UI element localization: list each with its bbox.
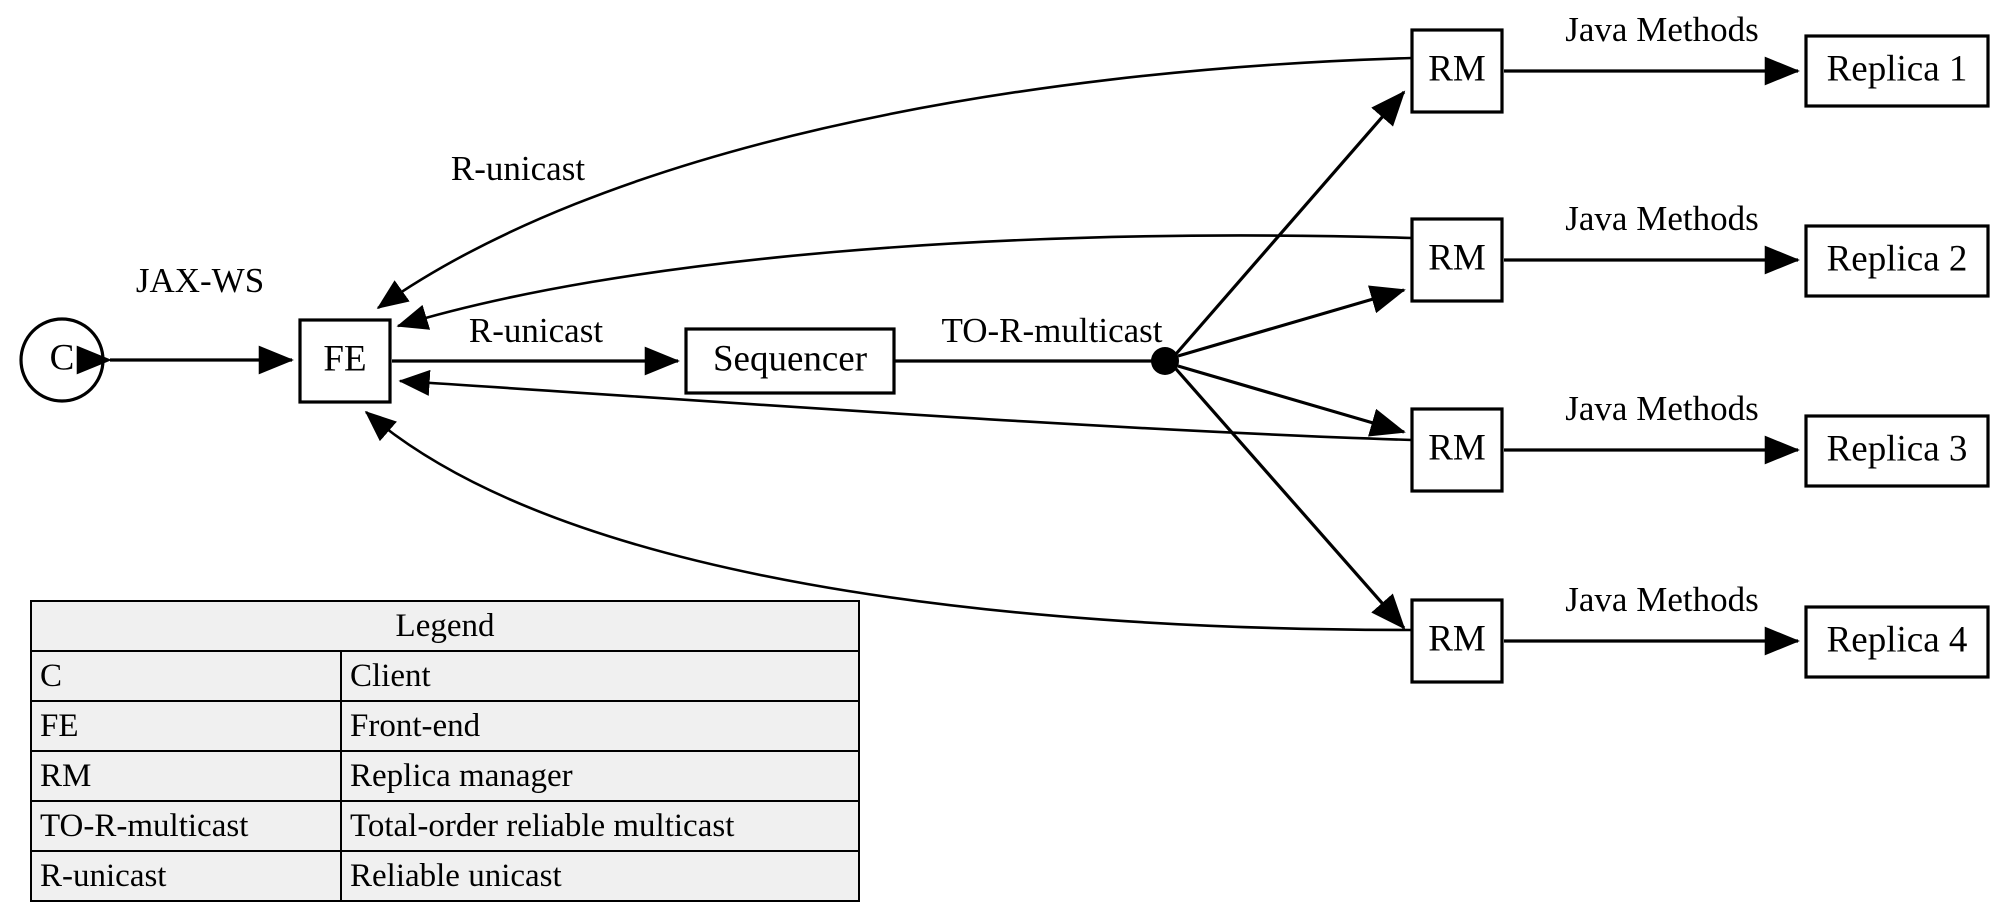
edge-label-r-unicast-return-upper: R-unicast bbox=[451, 149, 585, 188]
edge-label-to-r-multicast: TO-R-multicast bbox=[942, 311, 1163, 350]
legend-desc: Reliable unicast bbox=[339, 850, 861, 902]
replica-label-3: Replica 3 bbox=[1827, 428, 1968, 469]
replica-manager-node-2[interactable] bbox=[1410, 217, 1504, 303]
edge-multicast-rm-3 bbox=[1177, 364, 1406, 437]
legend-table: Legend C Client FE Front-end RM Replica … bbox=[29, 600, 861, 902]
legend-title-row: Legend bbox=[29, 600, 861, 652]
multicast-hub-dot bbox=[1151, 347, 1179, 375]
edge-label-r-unicast-fe-seq: R-unicast bbox=[469, 311, 603, 350]
edge-rm4-frontend-return bbox=[364, 410, 1413, 632]
edge-multicast-rm-4 bbox=[1174, 367, 1406, 630]
replica-manager-node-4[interactable] bbox=[1410, 598, 1504, 684]
edge-label-jax-ws: JAX-WS bbox=[136, 261, 264, 300]
legend-abbr: TO-R-multicast bbox=[30, 800, 342, 852]
frontend-node[interactable] bbox=[298, 318, 392, 404]
edge-rm2-frontend-return bbox=[396, 234, 1413, 330]
replica-node-3[interactable] bbox=[1804, 414, 1990, 488]
replica-manager-label-4: RM bbox=[1428, 618, 1486, 659]
legend-title: Legend bbox=[29, 600, 861, 652]
replica-manager-label-3: RM bbox=[1428, 427, 1486, 468]
legend-desc: Total-order reliable multicast bbox=[339, 800, 861, 852]
edge-multicast-rm-2 bbox=[1177, 285, 1406, 358]
replica-manager-node-3[interactable] bbox=[1410, 407, 1504, 493]
replica-manager-label-2: RM bbox=[1428, 237, 1486, 278]
replica-node-1[interactable] bbox=[1804, 34, 1990, 108]
client-node-label: C bbox=[50, 337, 75, 378]
replica-label-4: Replica 4 bbox=[1827, 619, 1968, 660]
legend-abbr: R-unicast bbox=[30, 850, 342, 902]
replica-label-1: Replica 1 bbox=[1827, 48, 1968, 89]
legend-abbr: RM bbox=[30, 750, 342, 802]
legend-desc: Front-end bbox=[339, 700, 861, 752]
replica-manager-label-1: RM bbox=[1428, 48, 1486, 89]
legend-desc: Client bbox=[339, 650, 861, 702]
legend-row: FE Front-end bbox=[30, 700, 861, 752]
edge-rm3-frontend-return bbox=[398, 369, 1413, 442]
legend-row: C Client bbox=[30, 650, 861, 702]
edge-label-java-methods-2: Java Methods bbox=[1565, 199, 1758, 238]
legend-row: RM Replica manager bbox=[30, 750, 861, 802]
sequencer-node-label: Sequencer bbox=[713, 338, 867, 379]
edge-label-java-methods-1: Java Methods bbox=[1565, 10, 1758, 49]
edge-multicast-rm-1 bbox=[1174, 90, 1406, 356]
replica-manager-node-1[interactable] bbox=[1410, 28, 1504, 114]
legend-row: TO-R-multicast Total-order reliable mult… bbox=[30, 800, 861, 852]
legend-abbr: FE bbox=[30, 700, 342, 752]
frontend-node-label: FE bbox=[323, 338, 366, 379]
legend-abbr: C bbox=[30, 650, 342, 702]
replica-label-2: Replica 2 bbox=[1827, 238, 1968, 279]
edge-rm1-frontend-return bbox=[376, 56, 1413, 310]
legend-row: R-unicast Reliable unicast bbox=[30, 850, 861, 902]
replica-node-2[interactable] bbox=[1804, 224, 1990, 298]
legend-desc: Replica manager bbox=[339, 750, 861, 802]
replica-node-4[interactable] bbox=[1804, 605, 1990, 679]
edge-label-java-methods-3: Java Methods bbox=[1565, 389, 1758, 428]
edge-label-java-methods-4: Java Methods bbox=[1565, 580, 1758, 619]
